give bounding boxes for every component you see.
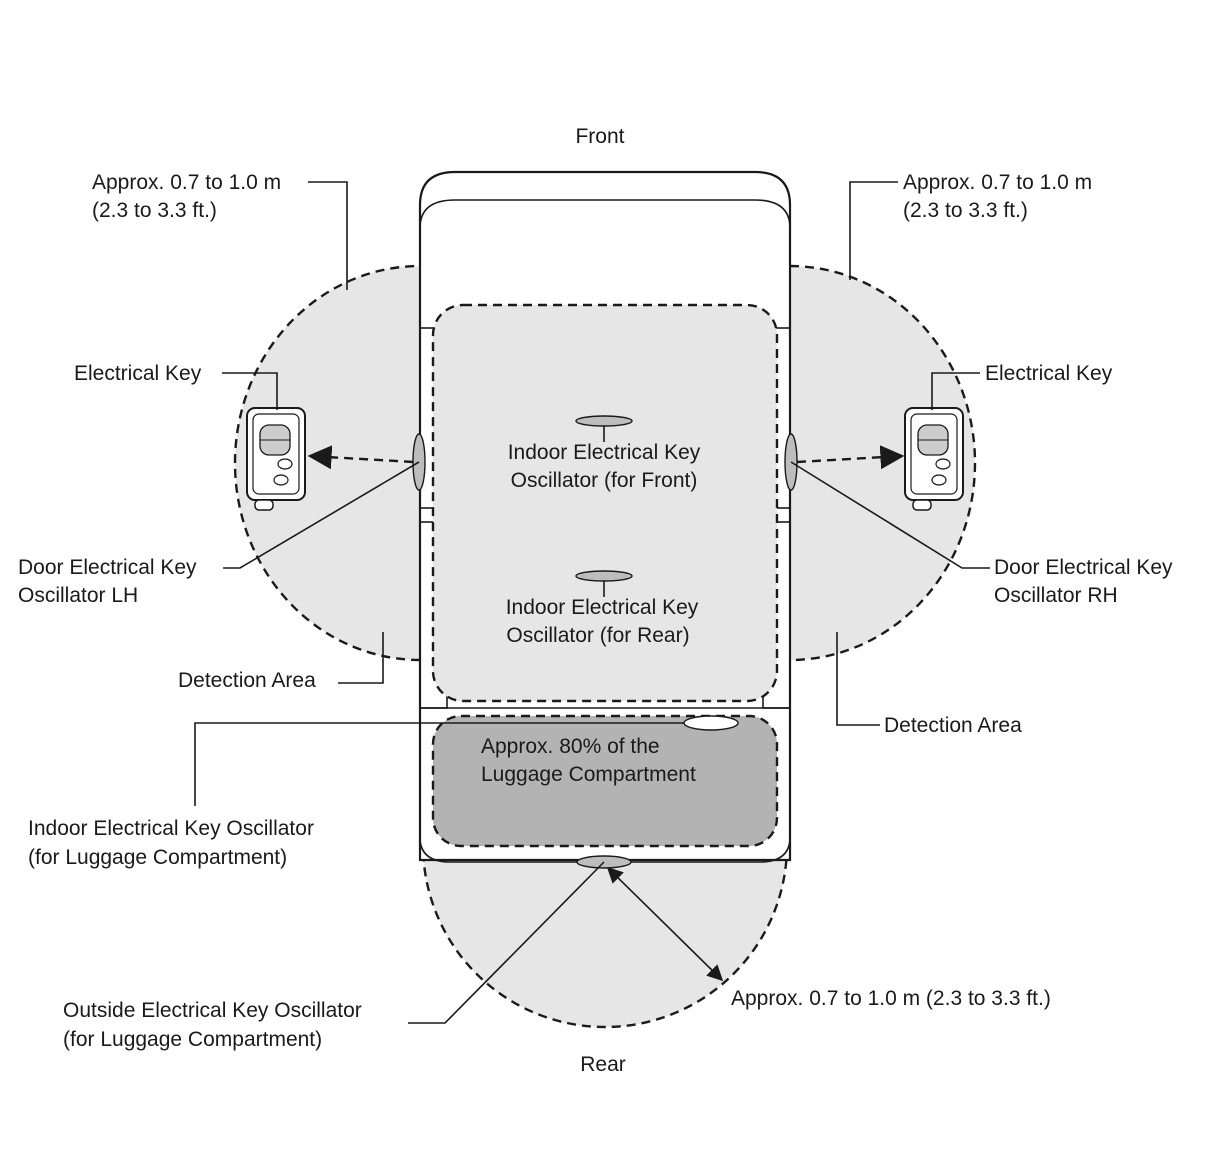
cabin-detection-area [431, 303, 779, 703]
indoor-front-line1: Indoor Electrical Key [508, 441, 701, 464]
range-rh-line2: (2.3 to 3.3 ft.) [903, 199, 1028, 222]
door-osc-rh-line1: Door Electrical Key [994, 556, 1173, 579]
arrow-icon [796, 445, 905, 470]
indoor-oscillator-luggage [683, 715, 739, 731]
outside-luggage-line1: Outside Electrical Key Oscillator [63, 999, 362, 1022]
luggage-area-line2: Luggage Compartment [481, 763, 696, 786]
indoor-oscillator-front [575, 415, 633, 427]
range-rear-label: Approx. 0.7 to 1.0 m (2.3 to 3.3 ft.) [731, 987, 1051, 1010]
indoor-front-line2: Oscillator (for Front) [511, 469, 698, 492]
indoor-luggage-line1: Indoor Electrical Key Oscillator [28, 817, 314, 840]
detection-rh-label: Detection Area [884, 714, 1022, 737]
range-rh-line1: Approx. 0.7 to 1.0 m [903, 171, 1092, 194]
outside-luggage-line2: (for Luggage Compartment) [63, 1028, 322, 1051]
front-label: Front [575, 125, 624, 148]
luggage-detection-area [431, 714, 779, 848]
rear-label: Rear [580, 1053, 626, 1076]
key-rh-label: Electrical Key [985, 362, 1113, 385]
door-osc-lh-line1: Door Electrical Key [18, 556, 197, 579]
indoor-luggage-line2: (for Luggage Compartment) [28, 846, 287, 869]
key-fob-icon [904, 407, 964, 511]
key-fob-icon [246, 407, 306, 511]
range-lh-line2: (2.3 to 3.3 ft.) [92, 199, 217, 222]
arrow-icon [307, 445, 414, 470]
indoor-rear-line2: Oscillator (for Rear) [506, 624, 689, 647]
arrow-icon [606, 866, 724, 982]
indoor-rear-line1: Indoor Electrical Key [506, 596, 699, 619]
range-lh-line1: Approx. 0.7 to 1.0 m [92, 171, 281, 194]
key-lh-label: Electrical Key [74, 362, 202, 385]
door-osc-lh-line2: Oscillator LH [18, 584, 138, 607]
leader-lines [194, 181, 990, 1024]
luggage-area-line1: Approx. 80% of the [481, 735, 660, 758]
indoor-oscillator-rear [575, 570, 633, 582]
door-osc-rh-line2: Oscillator RH [994, 584, 1118, 607]
detection-lh-label: Detection Area [178, 669, 316, 692]
